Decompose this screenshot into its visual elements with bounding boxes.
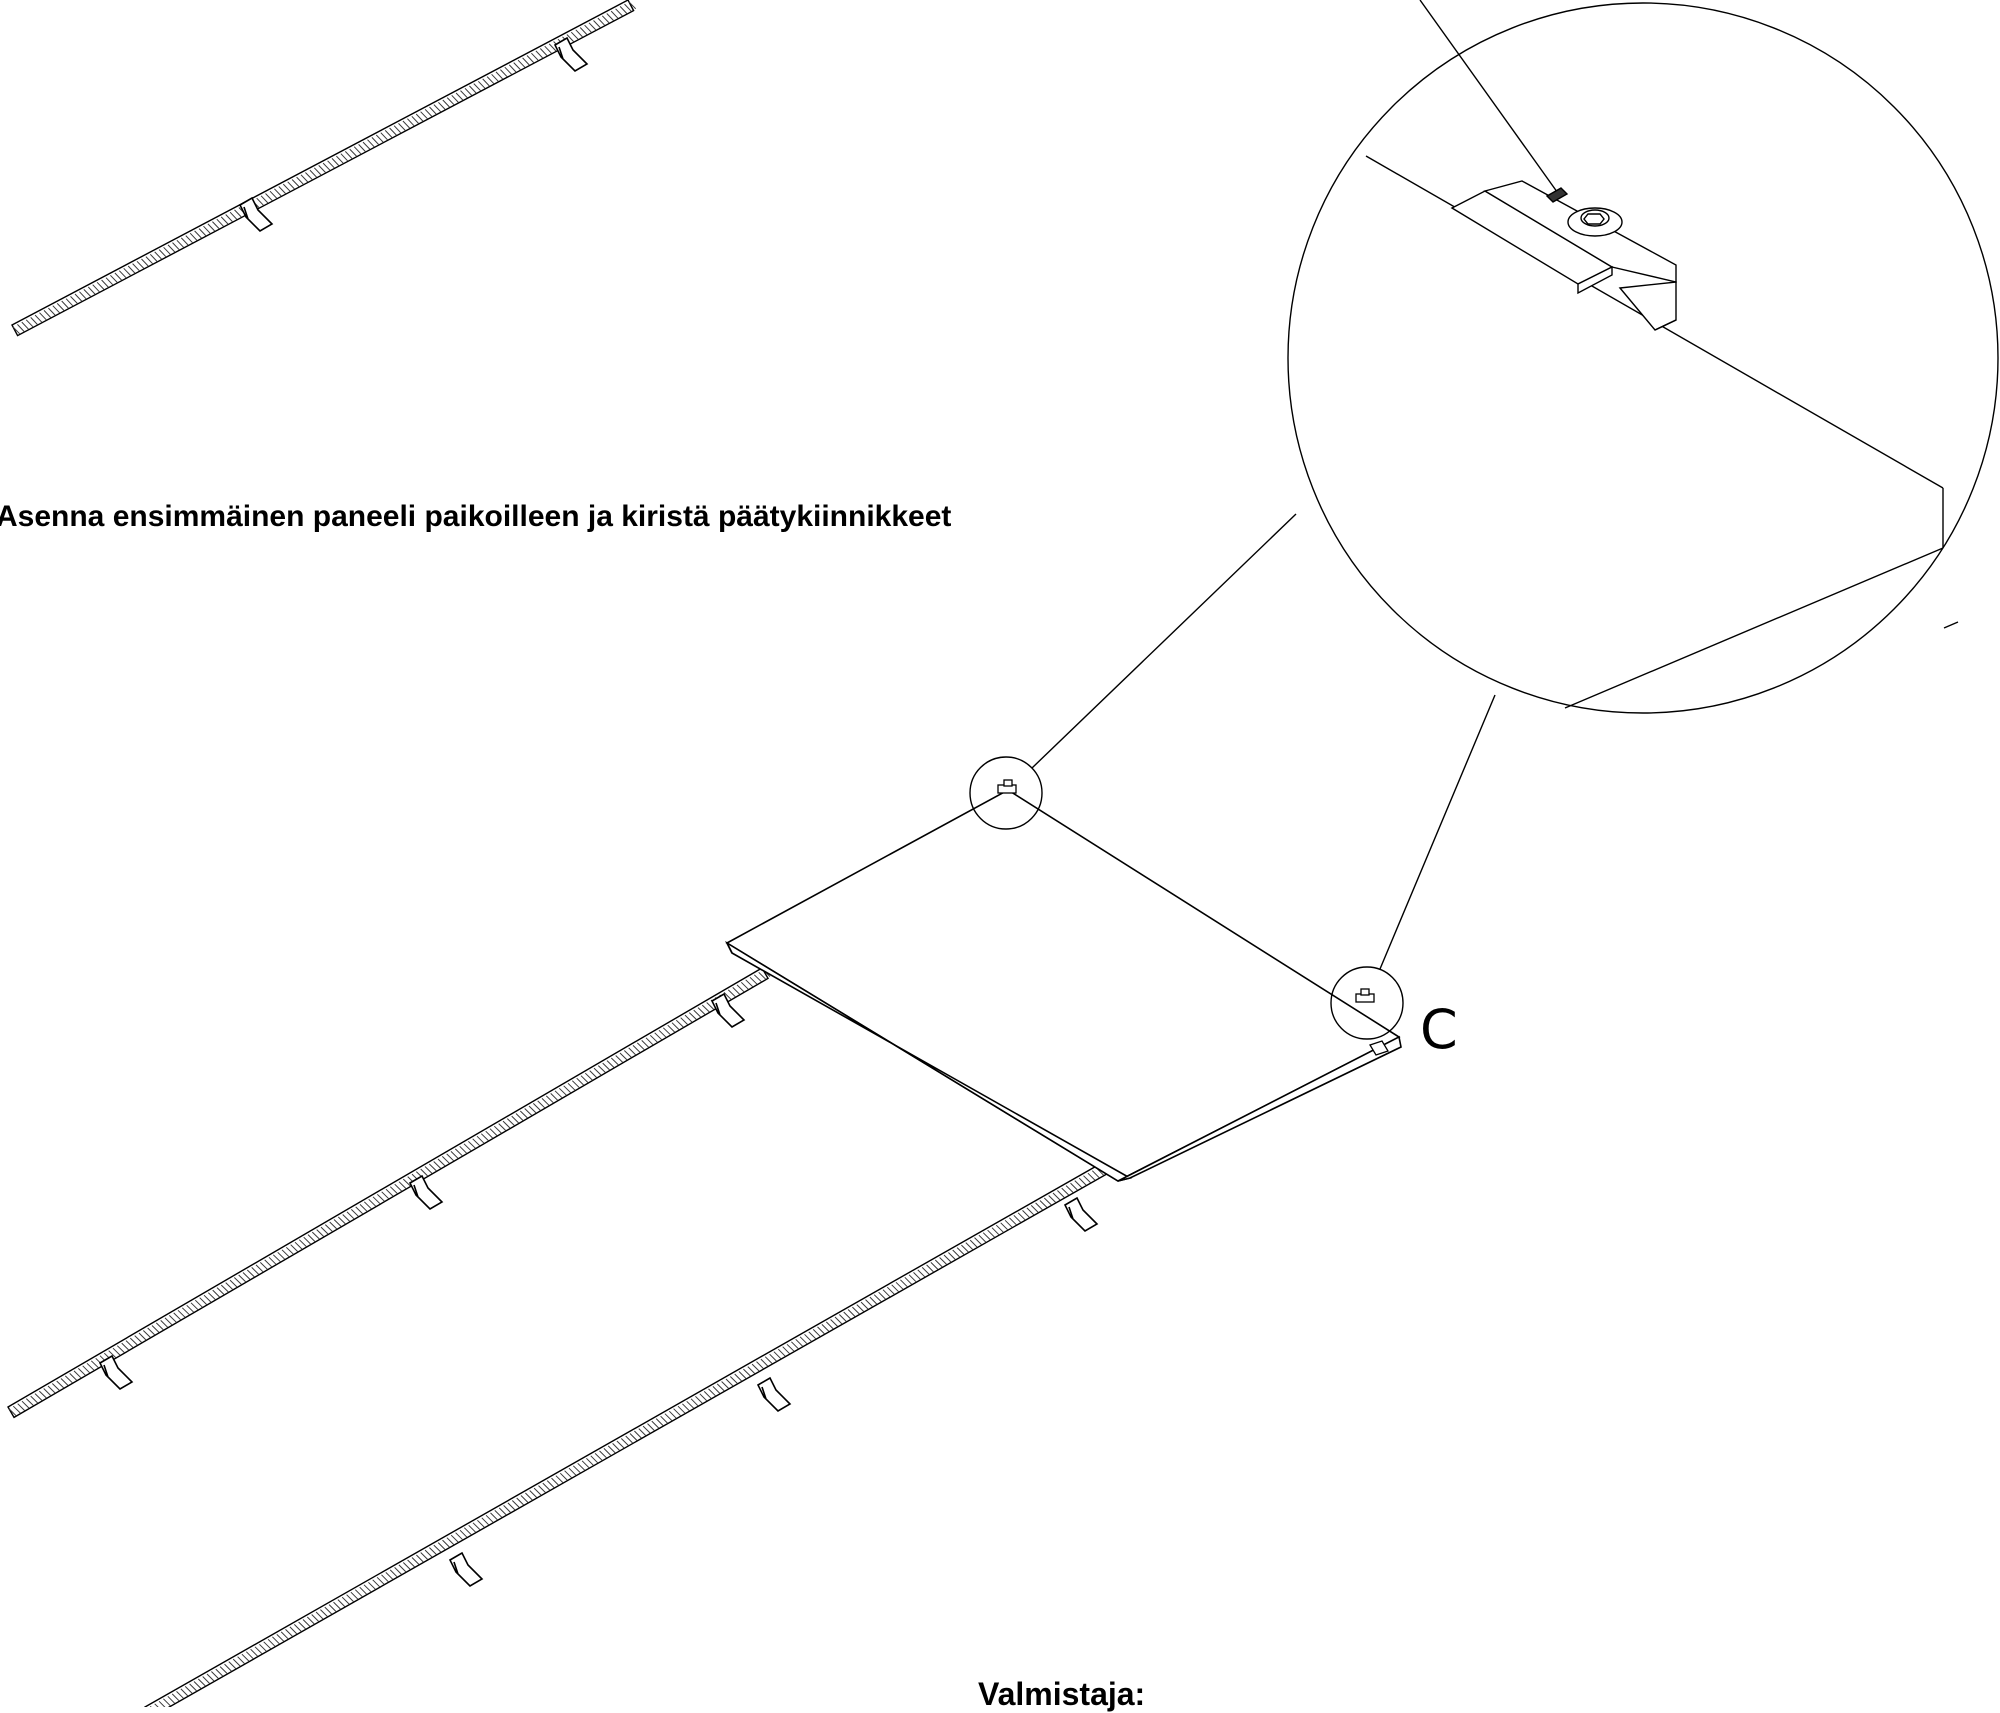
solar-panel bbox=[725, 789, 1402, 1182]
detail-circle-top bbox=[969, 756, 1043, 830]
rail-bracket bbox=[756, 1376, 792, 1413]
detail-callout-label: C bbox=[1420, 998, 1458, 1061]
rail-bracket bbox=[408, 1174, 444, 1211]
end-clamp-right bbox=[1355, 988, 1389, 1056]
detail-markers bbox=[969, 513, 1496, 1040]
rail-bracket bbox=[710, 992, 746, 1029]
rail-bracket bbox=[98, 1354, 134, 1391]
instruction-text: Asenna ensimmäinen paneeli paikoilleen j… bbox=[0, 500, 952, 533]
mounting-rail-middle bbox=[7, 967, 771, 1419]
rail-bracket bbox=[448, 1551, 484, 1588]
magnified-detail bbox=[1287, 0, 1999, 714]
detail-circle-right bbox=[1330, 966, 1404, 1040]
rail-bracket bbox=[238, 196, 274, 233]
end-clamp-top bbox=[997, 779, 1017, 794]
rails-group bbox=[7, 0, 1109, 1707]
rail-bracket bbox=[553, 36, 589, 73]
rail-bracket bbox=[1063, 1196, 1099, 1233]
manufacturer-label: Valmistaja: bbox=[978, 1676, 1146, 1712]
detail-circle-large bbox=[1287, 2, 1999, 714]
mounting-rail-top bbox=[11, 0, 637, 337]
